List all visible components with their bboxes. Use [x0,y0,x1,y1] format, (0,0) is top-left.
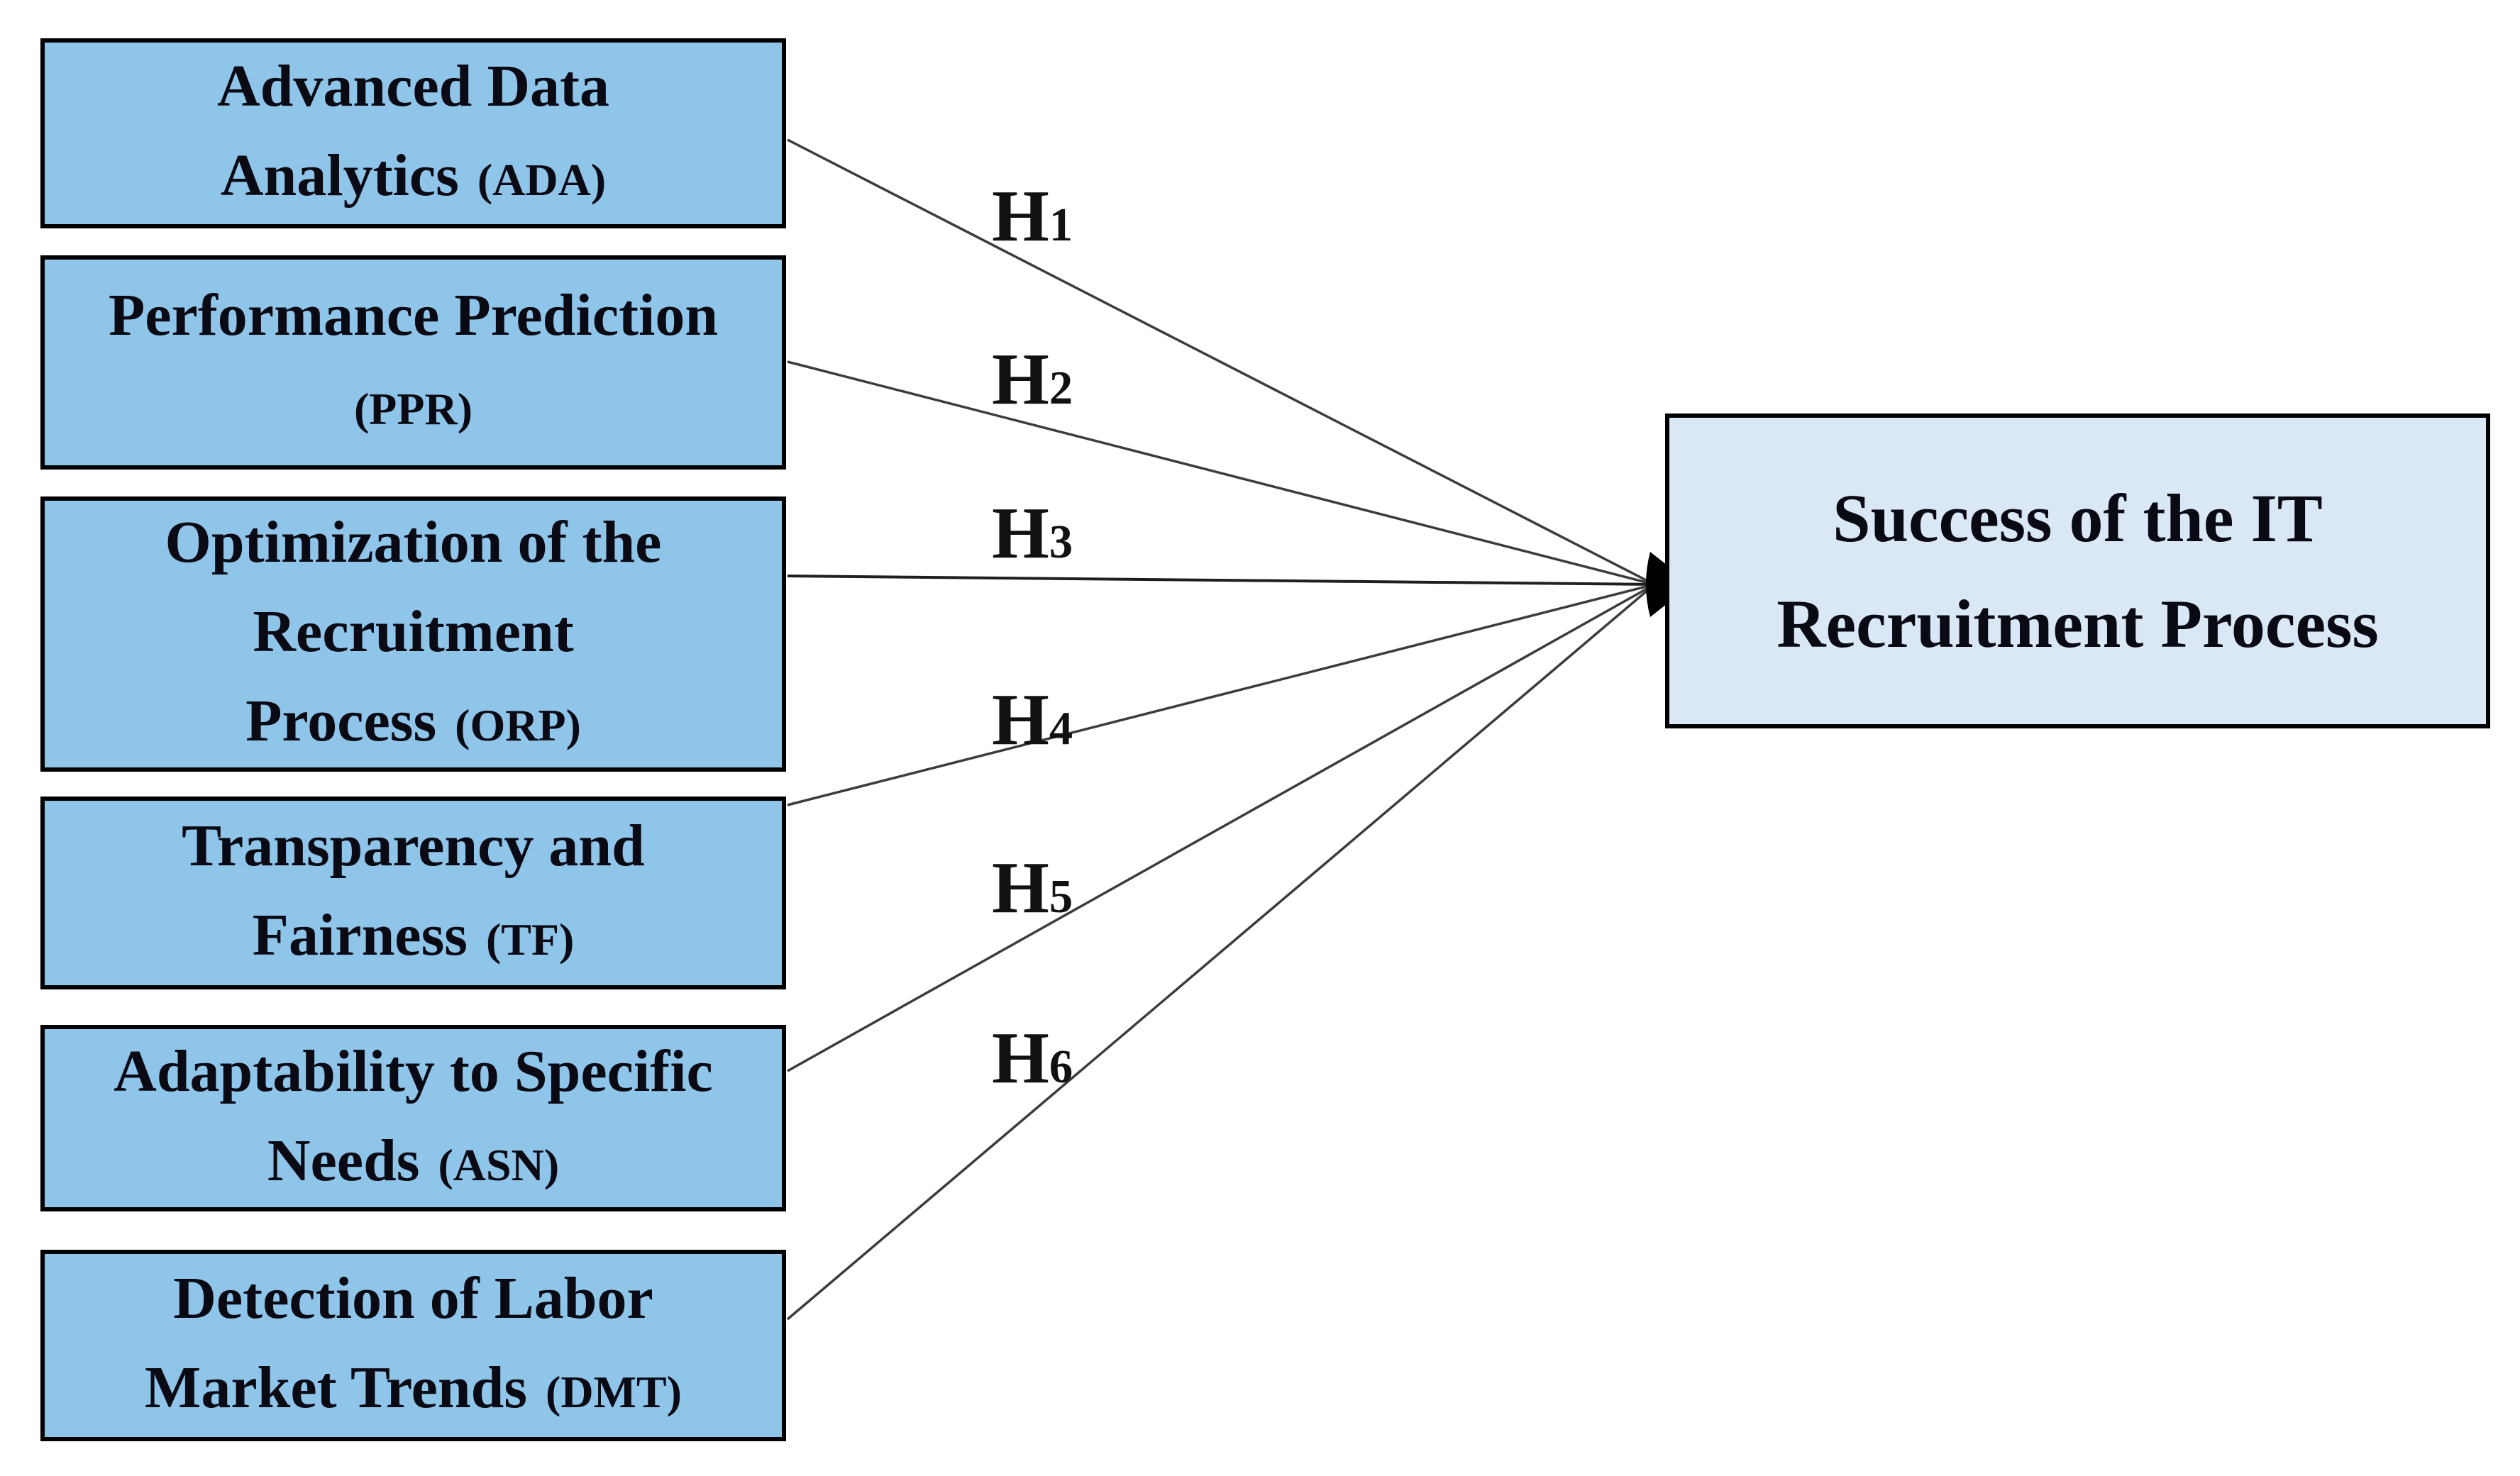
predictor-abbr: (TF) [485,914,575,965]
hypothesis-subscript: 2 [1049,362,1073,414]
predictor-abbr: (ASN) [438,1139,560,1190]
predictor-abbr: (DMT) [546,1367,682,1417]
predictor-text: Adaptability to Specific [114,1038,713,1104]
predictor-abbr: (ORP) [455,700,581,750]
hypothesis-subscript: 4 [1049,703,1073,755]
connector-line-h6 [786,583,1656,1321]
predictor-text: Advanced Data [216,53,609,119]
predictor-box-tf: Transparency and Fairness (TF) [40,797,786,989]
predictor-text: Transparency and [182,813,645,879]
hypothesis-letter: H [992,847,1049,928]
hypothesis-label-h3: H3 [992,492,1073,574]
hypothesis-subscript: 1 [1049,199,1073,251]
predictor-box-ada: Advanced Data Analytics (ADA) [40,38,786,228]
hypothesis-subscript: 3 [1049,516,1073,568]
hypothesis-label-h5: H5 [992,847,1073,928]
connector-line-h4 [787,583,1655,806]
predictor-box-ppr: Performance Prediction (PPR) [40,255,786,470]
predictor-label-line: (PPR) [354,360,472,454]
outcome-label-line: Success of the IT [1833,465,2323,571]
predictor-text: Performance Prediction [108,282,719,348]
hypothesis-subscript: 5 [1049,871,1073,923]
outcome-text: Recruitment Process [1776,586,2379,662]
predictor-label-line: Optimization of the [165,498,662,587]
connector-line-h3 [787,575,1655,586]
hypothesis-label-h2: H2 [992,338,1073,420]
hypothesis-label-h4: H4 [992,679,1073,760]
outcome-label-line: Recruitment Process [1776,571,2379,677]
predictor-label-line: Market Trends (DMT) [145,1343,682,1437]
predictor-label-line: Advanced Data [217,42,609,131]
predictor-label-line: Recruitment [253,587,573,677]
predictor-text: Process [245,688,437,754]
predictor-label-line: Fairness (TF) [253,891,575,984]
hypothesis-subscript: 6 [1049,1041,1073,1093]
hypothesis-label-h1: H1 [992,175,1073,257]
predictor-abbr: (ADA) [477,155,607,205]
predictor-text: Detection of Labor [173,1265,653,1331]
hypothesis-letter: H [992,492,1049,574]
connector-line-h2 [787,360,1655,586]
predictor-label-line: Analytics (ADA) [221,131,606,225]
outcome-text: Success of the IT [1833,480,2323,556]
predictor-box-dmt: Detection of Labor Market Trends (DMT) [40,1250,786,1441]
predictor-label-line: Needs (ASN) [267,1116,559,1210]
predictor-label-line: Detection of Labor [173,1254,653,1343]
hypothesis-letter: H [992,338,1049,420]
predictor-text: Market Trends [145,1355,528,1421]
outcome-box-success: Success of the IT Recruitment Process [1665,414,2490,728]
predictor-box-asn: Adaptability to Specific Needs (ASN) [40,1025,786,1211]
predictor-box-orp: Optimization of the Recruitment Process (… [40,496,786,772]
predictor-label-line: Process (ORP) [245,677,581,770]
connector-line-h5 [787,583,1655,1072]
predictor-text: Needs [267,1127,420,1194]
hypothesis-letter: H [992,175,1049,257]
predictor-text: Analytics [220,143,459,209]
predictor-label-line: Transparency and [182,801,645,891]
predictor-label-line: Performance Prediction [109,271,718,360]
hypothesis-letter: H [992,1017,1049,1099]
predictor-label-line: Adaptability to Specific [114,1027,713,1116]
predictor-text: Optimization of the [165,509,662,575]
predictor-abbr: (PPR) [353,384,473,434]
predictor-text: Fairness [252,902,468,968]
connector-line-h1 [787,138,1655,586]
hypothesis-letter: H [992,679,1049,760]
hypothesis-label-h6: H6 [992,1017,1073,1099]
predictor-text: Recruitment [253,599,574,665]
